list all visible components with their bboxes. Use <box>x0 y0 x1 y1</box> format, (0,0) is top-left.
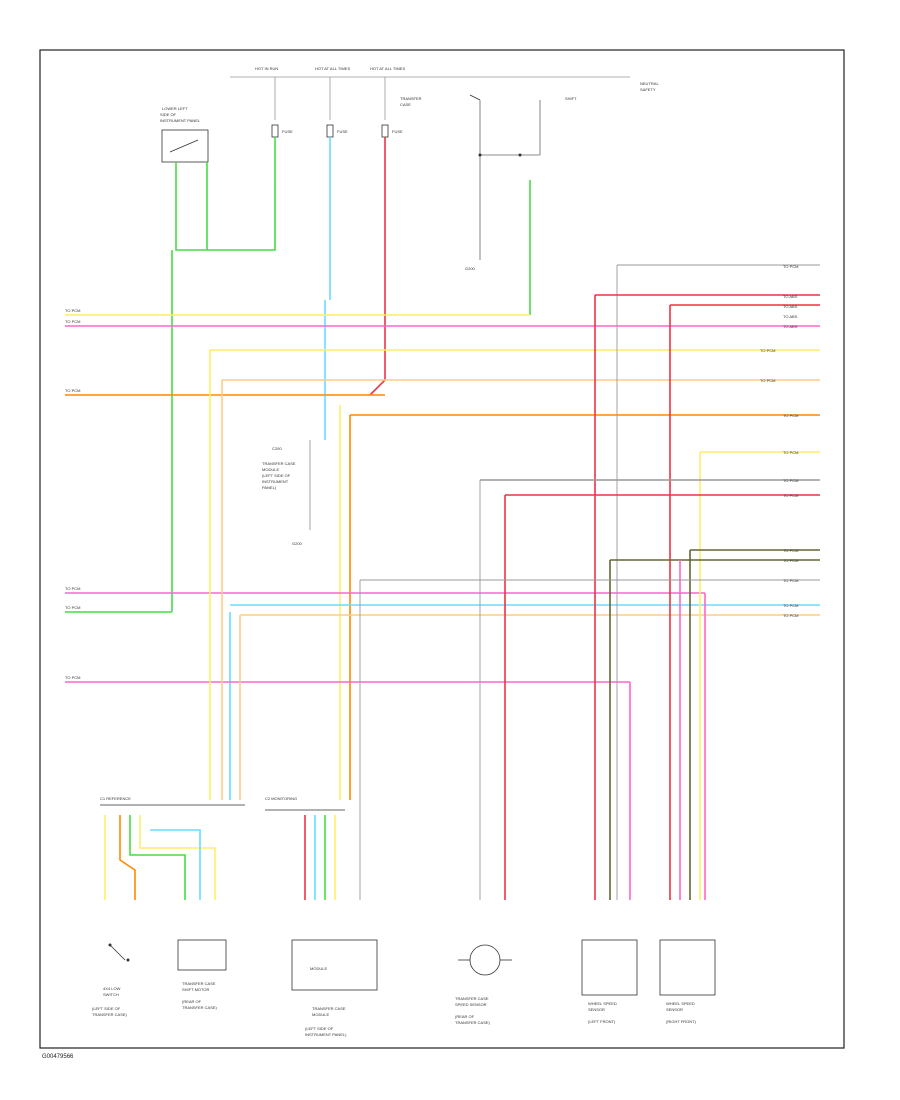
upper-green-wires <box>171 137 531 612</box>
svg-text:TRANSFER: TRANSFER <box>400 96 422 101</box>
svg-text:INSTRUMENT: INSTRUMENT <box>262 479 289 484</box>
svg-text:(REAR OF: (REAR OF <box>455 1014 475 1019</box>
middle-connector: C200 TRANSFER CASE MODULE (LEFT SIDE OF … <box>262 440 311 546</box>
svg-text:C1 REFERENCE: C1 REFERENCE <box>100 796 131 801</box>
svg-text:TO PCM: TO PCM <box>65 308 80 313</box>
svg-text:NEUTRAL: NEUTRAL <box>640 81 659 86</box>
svg-text:TRANSFER CASE: TRANSFER CASE <box>312 1006 346 1011</box>
svg-text:(RIGHT FRONT): (RIGHT FRONT) <box>666 1019 697 1024</box>
relay-box: LOWER LEFT SIDE OF INSTRUMENT PANEL <box>160 106 209 163</box>
svg-text:WHEEL SPEED: WHEEL SPEED <box>588 1001 617 1006</box>
svg-text:INSTRUMENT PANEL): INSTRUMENT PANEL) <box>305 1032 347 1037</box>
svg-text:TO ABS: TO ABS <box>783 304 798 309</box>
svg-text:SWITCH: SWITCH <box>103 992 119 997</box>
svg-text:TO PCM: TO PCM <box>783 548 798 553</box>
svg-text:TO PCM: TO PCM <box>760 348 775 353</box>
svg-text:TRANSFER CASE): TRANSFER CASE) <box>182 1005 218 1010</box>
component-tc-module: MODULE TRANSFER CASE MODULE (LEFT SIDE O… <box>291 939 378 1037</box>
svg-text:(LEFT SIDE OF: (LEFT SIDE OF <box>305 1026 334 1031</box>
svg-text:TO ABS: TO ABS <box>783 314 798 319</box>
svg-text:G200: G200 <box>292 541 303 546</box>
svg-text:(LEFT FRONT): (LEFT FRONT) <box>588 1019 616 1024</box>
svg-text:TO PCM: TO PCM <box>65 319 80 324</box>
svg-text:SAFETY: SAFETY <box>640 87 656 92</box>
svg-text:TO PCM: TO PCM <box>65 388 80 393</box>
svg-text:TO PCM: TO PCM <box>65 605 80 610</box>
svg-text:(REAR OF: (REAR OF <box>182 999 202 1004</box>
svg-text:TO PCM: TO PCM <box>65 586 80 591</box>
svg-text:TO ABS: TO ABS <box>783 324 798 329</box>
svg-text:PANEL): PANEL) <box>262 485 277 490</box>
svg-text:(LEFT SIDE OF: (LEFT SIDE OF <box>262 473 291 478</box>
svg-text:TO PCM: TO PCM <box>783 558 798 563</box>
svg-text:HOT AT ALL TIMES: HOT AT ALL TIMES <box>315 66 350 71</box>
svg-text:HOT IN RUN: HOT IN RUN <box>255 66 278 71</box>
svg-text:TO ABS: TO ABS <box>783 294 798 299</box>
svg-text:TO PCM: TO PCM <box>783 578 798 583</box>
diagram-frame <box>39 49 845 1049</box>
svg-text:C2 MONITORING: C2 MONITORING <box>265 796 297 801</box>
component-switch-4x4: 4X4 LOW SWITCH (LEFT SIDE OF TRANSFER CA… <box>92 943 130 1017</box>
svg-text:MODULE: MODULE <box>310 966 327 971</box>
svg-text:SHIFT MOTOR: SHIFT MOTOR <box>182 987 210 992</box>
svg-text:TRANSFER CASE: TRANSFER CASE <box>455 996 489 1001</box>
svg-text:MODULE: MODULE <box>262 467 279 472</box>
svg-text:C200: C200 <box>272 446 282 451</box>
left-connector-labels: TO PCM TO PCM TO PCM TO PCM TO PCM TO PC… <box>65 308 80 680</box>
svg-text:SPEED SENSOR: SPEED SENSOR <box>455 1002 487 1007</box>
component-shift-motor: TRANSFER CASE SHIFT MOTOR (REAR OF TRANS… <box>177 939 227 1010</box>
power-feed: HOT IN RUN HOT AT ALL TIMES HOT AT ALL T… <box>230 66 630 120</box>
svg-text:TRANSFER CASE: TRANSFER CASE <box>182 981 216 986</box>
svg-text:TO PCM: TO PCM <box>783 613 798 618</box>
svg-text:TRANSFER CASE: TRANSFER CASE <box>262 461 296 466</box>
svg-text:TO PCM: TO PCM <box>783 413 798 418</box>
svg-text:TO PCM: TO PCM <box>783 603 798 608</box>
svg-text:(LEFT SIDE OF: (LEFT SIDE OF <box>92 1006 121 1011</box>
svg-text:LOWER LEFT: LOWER LEFT <box>162 106 188 111</box>
svg-text:SENSOR: SENSOR <box>588 1007 605 1012</box>
svg-text:TRANSFER CASE): TRANSFER CASE) <box>92 1012 128 1017</box>
horizontal-wires <box>65 314 820 800</box>
svg-text:TO PCM: TO PCM <box>760 378 775 383</box>
component-wheel-sensor-2: WHEEL SPEED SENSOR (RIGHT FRONT) <box>659 939 716 1024</box>
svg-text:CASE: CASE <box>400 102 411 107</box>
svg-text:TO PCM: TO PCM <box>783 450 798 455</box>
fuses: FUSE FUSE FUSE <box>271 124 403 138</box>
diagram-code: G00479566 <box>42 1054 74 1060</box>
tc-module-wires <box>304 815 336 900</box>
component-wheel-sensor-1: WHEEL SPEED SENSOR (LEFT FRONT) <box>581 939 638 1024</box>
svg-text:WHEEL SPEED: WHEEL SPEED <box>666 1001 695 1006</box>
upper-right-switch: TRANSFER CASE SHIFT NEUTRAL SAFETY G200 <box>400 81 659 271</box>
svg-text:TO PCM: TO PCM <box>783 264 798 269</box>
bottom-bus: C1 REFERENCE C2 MONITORING <box>100 796 345 811</box>
svg-text:TO PCM: TO PCM <box>65 675 80 680</box>
right-vertical-wires <box>359 264 820 900</box>
red-upper <box>369 137 386 396</box>
svg-text:FUSE: FUSE <box>282 129 293 134</box>
right-connector-labels: TO PCM TO ABS TO ABS TO ABS TO ABS TO PC… <box>760 264 798 618</box>
svg-text:TO PCM: TO PCM <box>783 478 798 483</box>
bottom-left-wires <box>104 815 216 900</box>
svg-text:FUSE: FUSE <box>337 129 348 134</box>
svg-text:TRANSFER CASE): TRANSFER CASE) <box>455 1020 491 1025</box>
svg-text:HOT AT ALL TIMES: HOT AT ALL TIMES <box>370 66 405 71</box>
svg-text:MODULE: MODULE <box>312 1012 329 1017</box>
svg-text:SIDE OF: SIDE OF <box>160 112 177 117</box>
svg-text:4X4 LOW: 4X4 LOW <box>103 986 121 991</box>
light-blue-upper <box>229 137 331 800</box>
svg-text:FUSE: FUSE <box>392 129 403 134</box>
lower-left-wires <box>209 350 241 800</box>
svg-text:G200: G200 <box>465 266 476 271</box>
svg-text:SHIFT: SHIFT <box>565 96 577 101</box>
svg-text:TO PCM: TO PCM <box>783 493 798 498</box>
svg-text:SENSOR: SENSOR <box>666 1007 683 1012</box>
svg-text:INSTRUMENT PANEL: INSTRUMENT PANEL <box>160 118 201 123</box>
component-speed-sensor: TRANSFER CASE SPEED SENSOR (REAR OF TRAN… <box>455 944 512 1025</box>
